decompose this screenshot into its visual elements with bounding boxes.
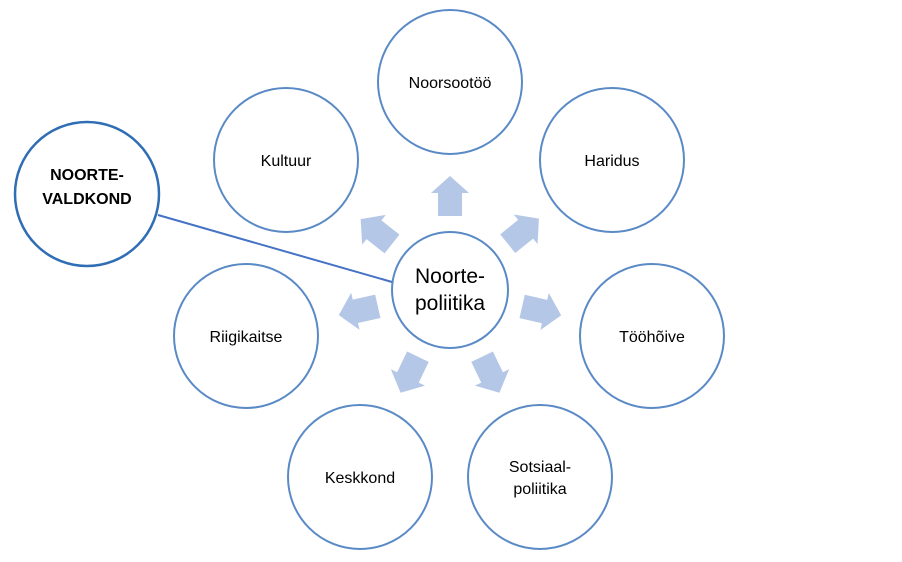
arrows-group — [338, 176, 562, 393]
node-noorsootoo: Noorsootöö — [377, 9, 523, 155]
node-label: Tööhõive — [619, 329, 685, 346]
connector-line — [157, 214, 393, 283]
node-keskkond: Keskkond — [287, 404, 433, 550]
arrow-icon-sotsiaalpoliitika — [471, 351, 510, 393]
center-node-noorte-poliitika: Noorte- poliitika — [391, 231, 509, 349]
node-haridus: Haridus — [539, 87, 685, 233]
node-label-line2: poliitika — [513, 481, 566, 498]
arrow-icon-riigikaitse — [338, 292, 381, 330]
node-label: Haridus — [584, 153, 639, 170]
node-noorte-valdkond: NOORTE- VALDKOND — [13, 120, 161, 268]
node-label: Keskkond — [325, 470, 395, 487]
node-label: Noorsootöö — [409, 75, 492, 92]
node-kultuur: Kultuur — [213, 87, 359, 233]
arrow-icon-noorsootoo — [431, 176, 469, 216]
node-label: Kultuur — [261, 153, 312, 170]
arrow-icon-keskkond — [390, 351, 429, 393]
node-sotsiaalpoliitika: Sotsiaal- poliitika — [467, 404, 613, 550]
arrow-icon-toohoive — [519, 293, 562, 331]
domain-label-line2: VALDKOND — [42, 191, 131, 208]
node-riigikaitse: Riigikaitse — [173, 263, 319, 409]
center-label-line1: Noorte- — [415, 265, 485, 288]
node-toohoive: Tööhõive — [579, 263, 725, 409]
node-label: Riigikaitse — [210, 329, 283, 346]
arrow-icon-kultuur — [360, 214, 400, 254]
domain-label-line1: NOORTE- — [50, 167, 124, 184]
center-label-line2: poliitika — [415, 292, 485, 315]
node-label-line1: Sotsiaal- — [509, 459, 571, 476]
arrow-icon-haridus — [500, 214, 539, 254]
